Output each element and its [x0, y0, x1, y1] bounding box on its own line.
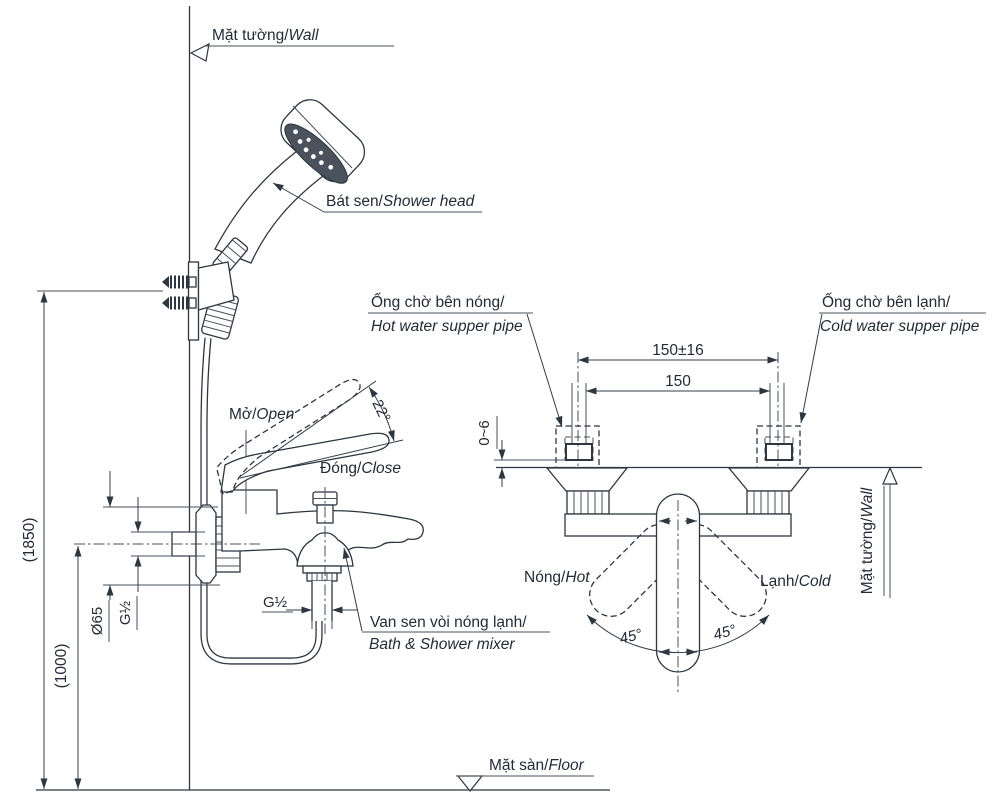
hot-connector-nut	[566, 490, 610, 515]
dimension-1850: (1850)	[21, 290, 163, 789]
dimension-g12-outlet: G½	[262, 594, 358, 629]
dim-150-text: 150	[665, 373, 691, 390]
angle-45-right-text: 45°	[712, 622, 738, 644]
dimension-0-6: 0~6	[476, 416, 566, 487]
wall-label-front-text: Mặt tường/Wall	[859, 487, 876, 594]
floor-label: Mặt sàn/Floor	[456, 757, 594, 792]
wall-label-side-text: Mặt tường/Wall	[212, 27, 319, 44]
dimension-150-16: 150±16	[578, 342, 778, 364]
angle-22-text: 22°	[368, 397, 393, 425]
wall-arrow-symbol	[189, 42, 210, 62]
dim-o65-text: Ø65	[89, 607, 106, 635]
mounting-screw-bottom	[162, 296, 197, 310]
hot-supply-line2: Hot water supper pipe	[371, 318, 523, 335]
cold-supply-line2: Cold water supper pipe	[820, 318, 980, 335]
dimension-g12-wall: G½	[117, 497, 205, 630]
wall-front-arrow-symbol	[882, 466, 898, 485]
wall-label-front: Mặt tường/Wall	[859, 466, 898, 598]
shower-head	[280, 99, 366, 184]
shower-head-label-text: Bát sen/Shower head	[326, 193, 476, 210]
outlet-ribs	[306, 572, 338, 582]
dim-0-6-text: 0~6	[476, 420, 493, 445]
wall-label-side: Mặt tường/Wall	[189, 27, 394, 62]
cold-supply-pipe	[756, 383, 801, 469]
dim-1000-text: (1000)	[53, 644, 70, 689]
outlet-pipe	[311, 581, 333, 621]
hot-eccentric-connector	[545, 467, 629, 492]
dimension-o65: Ø65	[89, 471, 220, 642]
cold-supply-line1: Ống chờ bên lạnh/	[822, 293, 951, 311]
dim-150-16-text: 150±16	[652, 342, 704, 359]
swing-arc-dimension: 45° 45°	[586, 614, 770, 654]
cold-eccentric-connector	[727, 467, 811, 492]
angle-45-left-text: 45°	[618, 626, 644, 648]
outlet-flange	[302, 565, 342, 574]
floor-label-text: Mặt sàn/Floor	[489, 757, 585, 774]
dimension-150: 150	[586, 373, 770, 395]
mixer-label: Van sen vòi nóng lạnh/ Bath & Shower mix…	[342, 547, 550, 653]
mixer-label-line2: Bath & Shower mixer	[369, 636, 515, 653]
hot-supply-label: Ống chờ bên nóng/ Hot water supper pipe	[368, 293, 563, 428]
cold-label: Lạnh/Cold	[760, 573, 832, 590]
shower-hose	[200, 337, 323, 665]
cold-connector-nut	[746, 490, 790, 515]
mixer-label-line1: Van sen vòi nóng lạnh/	[370, 614, 527, 631]
dim-g12-wall-text: G½	[117, 600, 134, 625]
mounting-screw-top	[162, 275, 197, 289]
dimension-1000: (1000)	[53, 546, 82, 789]
lever-open-dashed	[215, 378, 361, 496]
open-label: Mở/Open	[229, 406, 294, 423]
floor-arrow-symbol	[456, 775, 484, 792]
shower-head-axis-line	[292, 105, 353, 169]
dim-1850-text: (1850)	[21, 518, 38, 563]
cold-supply-label: Ống chờ bên lạnh/ Cold water supper pipe	[799, 293, 986, 424]
close-label: Đóng/Close	[320, 460, 401, 477]
shower-head-label: Bát sen/Shower head	[272, 182, 482, 213]
hot-supply-line1: Ống chờ bên nóng/	[371, 293, 505, 311]
dim-g12-outlet-text: G½	[263, 594, 288, 611]
hot-label: Nóng/Hot	[524, 569, 590, 586]
